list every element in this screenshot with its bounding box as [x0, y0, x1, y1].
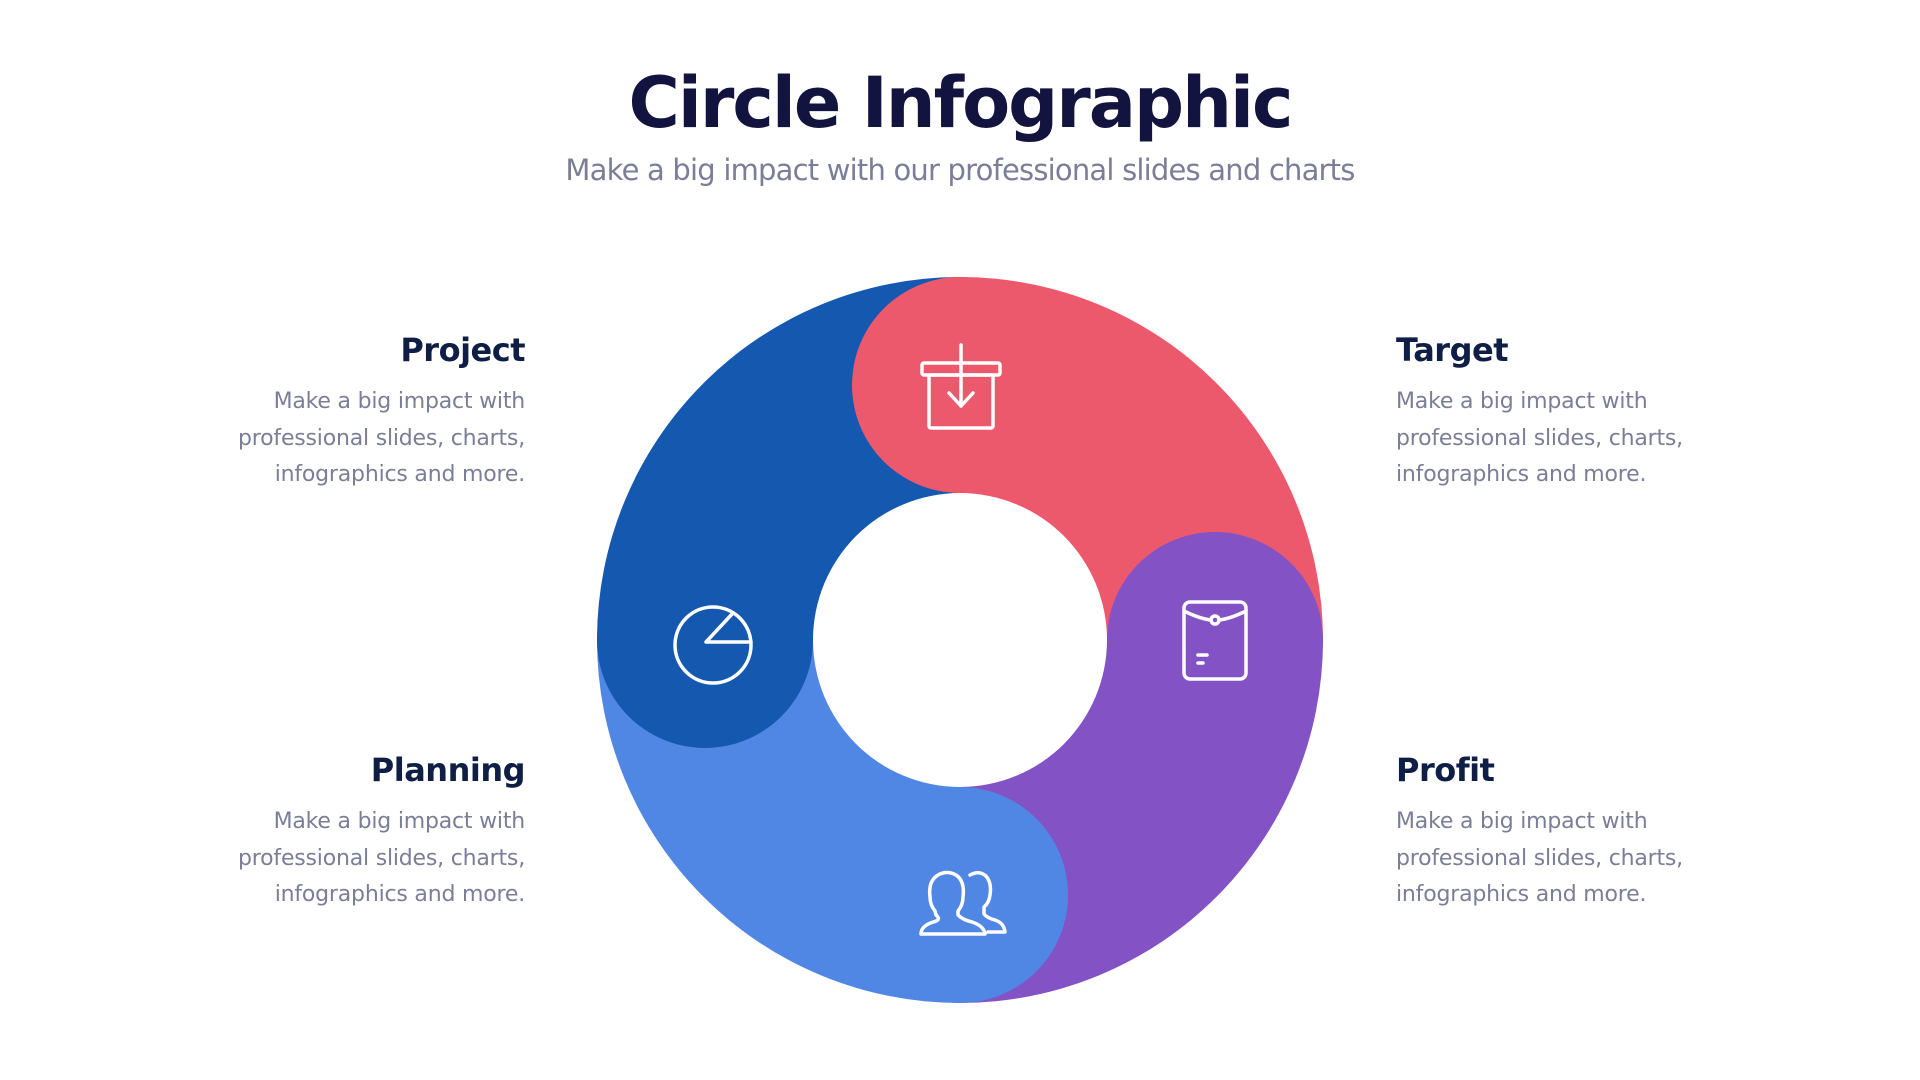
info-block-profit: Profit Make a big impact with profession… — [1396, 750, 1756, 914]
page-subtitle: Make a big impact with our professional … — [565, 153, 1355, 187]
info-block-planning: Planning Make a big impact with professi… — [165, 750, 525, 914]
profit-heading: Profit — [1396, 751, 1495, 789]
info-block-target: Target Make a big impact with profession… — [1396, 330, 1756, 494]
project-description: Make a big impact with professional slid… — [238, 389, 525, 487]
planning-description: Make a big impact with professional slid… — [238, 809, 525, 907]
box-download-icon — [920, 343, 1002, 430]
page-title: Circle Infographic — [628, 62, 1294, 144]
lobe-profit — [1107, 532, 1323, 748]
profit-description: Make a big impact with professional slid… — [1396, 809, 1683, 907]
target-heading: Target — [1396, 331, 1508, 369]
pie-chart-icon — [673, 605, 753, 685]
users-icon — [919, 870, 1007, 936]
lobe-planning — [852, 787, 1068, 1003]
info-block-project: Project Make a big impact with professio… — [165, 330, 525, 494]
target-description: Make a big impact with professional slid… — [1396, 389, 1683, 487]
lobe-project — [597, 532, 813, 748]
planning-heading: Planning — [370, 751, 526, 789]
envelope-icon — [1182, 600, 1248, 681]
project-heading: Project — [400, 331, 525, 369]
